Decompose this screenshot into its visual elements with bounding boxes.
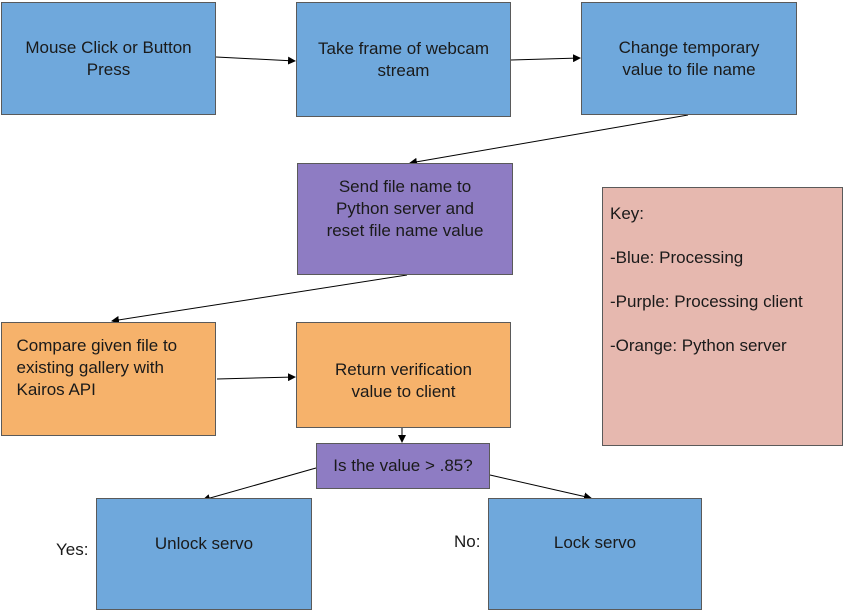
branch-no-label: No: [454, 532, 481, 551]
node-compare-label: Compare given file to existing gallery w… [16, 336, 178, 399]
key-item-purple: -Purple: Processing client [610, 292, 803, 311]
node-take-frame: Take frame of webcam stream [296, 2, 511, 117]
node-send-file-label: Send file name to Python server and rese… [326, 177, 484, 240]
arrow-frame-to-change [510, 54, 581, 63]
key-title: Key: [610, 204, 645, 223]
node-return-verif-label: Return verification value to client [334, 360, 472, 401]
node-change-temp-label: Change temporary value to file name [618, 37, 760, 79]
node-send-file: Send file name to Python server and rese… [297, 163, 513, 275]
branch-yes-label: Yes: [56, 540, 89, 559]
node-take-frame-label: Take frame of webcam stream [317, 38, 489, 80]
node-unlock-label: Unlock servo [154, 534, 254, 553]
key-item-orange: -Orange: Python server [610, 336, 787, 355]
node-lock-label: Lock servo [553, 533, 637, 552]
arrow-send-to-compare [111, 274, 408, 324]
arrow-click-to-frame [215, 56, 296, 65]
arrow-compare-to-return [216, 373, 296, 382]
node-lock: Lock servo [488, 498, 702, 610]
arrow-decision-to-unlock [202, 467, 317, 502]
arrow-change-to-send [409, 114, 689, 166]
node-decision-label: Is the value > .85? [333, 456, 473, 475]
node-mouse-click-label: Mouse Click or Button Press [25, 37, 192, 79]
node-compare: Compare given file to existing gallery w… [1, 322, 216, 436]
node-mouse-click: Mouse Click or Button Press [1, 2, 216, 115]
node-return-verif: Return verification value to client [296, 322, 511, 428]
node-decision: Is the value > .85? [316, 443, 490, 489]
node-change-temp: Change temporary value to file name [581, 2, 797, 115]
key-item-blue: -Blue: Processing [610, 248, 744, 267]
key-legend: Key: -Blue: Processing -Purple: Processi… [602, 187, 843, 446]
node-unlock: Unlock servo [96, 498, 312, 610]
arrow-decision-to-lock [489, 474, 592, 501]
